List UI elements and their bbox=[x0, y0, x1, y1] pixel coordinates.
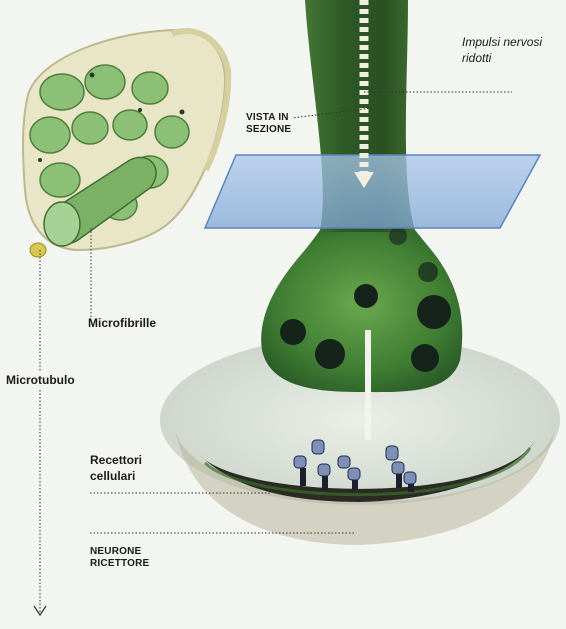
microtubule-cross-section bbox=[23, 30, 228, 257]
section-view-label: VISTA IN SEZIONE bbox=[246, 112, 306, 136]
microfibrils-label: Microfibrille bbox=[88, 316, 156, 330]
receptor-neuron-label: NEURONE RICETTORE bbox=[90, 546, 180, 570]
cell-receptors-label: Recettori cellulari bbox=[90, 452, 180, 484]
section-plane bbox=[205, 155, 540, 228]
microtubule-label: Microtubulo bbox=[6, 372, 75, 388]
impulses-label: Impulsi nervosi ridotti bbox=[462, 34, 552, 66]
